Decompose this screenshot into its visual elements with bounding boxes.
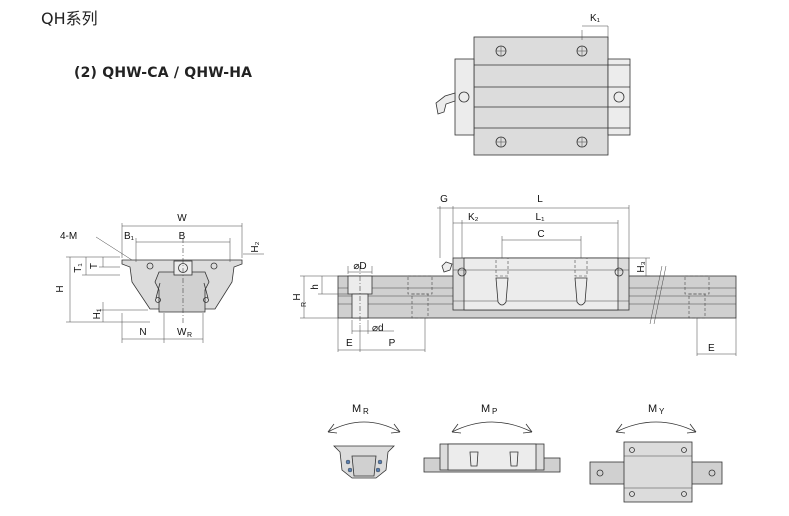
label-t: T [89, 263, 100, 269]
label-phi-d-upper: ⌀D [353, 261, 366, 272]
grease-plug-icon [613, 91, 625, 103]
label-g: G [440, 194, 448, 205]
end-view-rail [154, 271, 210, 313]
moment-arrow-icon [451, 421, 533, 433]
side-view: G L L₁ K₂ C H₃ ⌀D h [292, 194, 737, 356]
top-view-block [473, 36, 609, 156]
moment-my: M Y [589, 403, 723, 503]
grease-nipple-icon [457, 267, 467, 277]
label-wr: W [177, 327, 187, 338]
end-view: W B B₁ 4-M H₂ H T₁ T H₁ N [55, 213, 264, 343]
label-e-left: E [346, 338, 353, 349]
label-my: M [648, 403, 657, 415]
label-c: C [537, 229, 544, 240]
series-title: QH系列 [41, 9, 98, 28]
label-mp: M [481, 403, 490, 415]
model-title: (2) QHW-CA / QHW-HA [74, 65, 253, 81]
label-h1: H₁ [92, 308, 103, 319]
label-phi-d-lower: ⌀d [372, 323, 384, 334]
label-h: H [55, 285, 66, 292]
moment-arrow-icon [615, 421, 697, 433]
label-h-lower: h [310, 284, 321, 290]
tap-hole-icon [146, 262, 154, 270]
moment-arrow-icon [327, 421, 401, 433]
label-h2: H₂ [250, 241, 261, 252]
label-b1: B₁ [124, 231, 135, 242]
label-p: P [389, 338, 396, 349]
moment-mp: M P [423, 403, 561, 473]
label-e-right: E [708, 343, 715, 354]
label-wr-sub: R [187, 332, 192, 339]
label-mr-sub: R [363, 407, 369, 416]
my-block-icon [623, 441, 693, 503]
label-k2: K₂ [468, 212, 479, 223]
top-view: K₁ [435, 13, 631, 156]
tap-hole-icon [210, 262, 218, 270]
screw-icon [574, 277, 588, 306]
label-mp-sub: P [492, 407, 497, 416]
grease-nipple-icon [458, 91, 470, 103]
label-k1: K₁ [590, 13, 601, 24]
label-t1: T₁ [73, 263, 84, 273]
label-l: L [537, 194, 543, 205]
label-n: N [139, 327, 146, 338]
label-hr: H [292, 293, 303, 300]
grease-fitting-icon [435, 92, 456, 115]
label-4m: 4-M [60, 231, 77, 242]
label-my-sub: Y [659, 407, 665, 416]
top-view-end-seal-right [607, 58, 631, 136]
top-view-end-seal-left [454, 58, 475, 136]
label-w: W [177, 213, 187, 224]
moment-mr: M R [327, 403, 401, 479]
label-b: B [179, 231, 186, 242]
label-h3: H₃ [636, 261, 647, 272]
label-mr: M [352, 403, 361, 415]
label-hr-sub: R [301, 302, 308, 307]
label-l1: L₁ [536, 212, 546, 223]
screw-icon [495, 277, 509, 306]
